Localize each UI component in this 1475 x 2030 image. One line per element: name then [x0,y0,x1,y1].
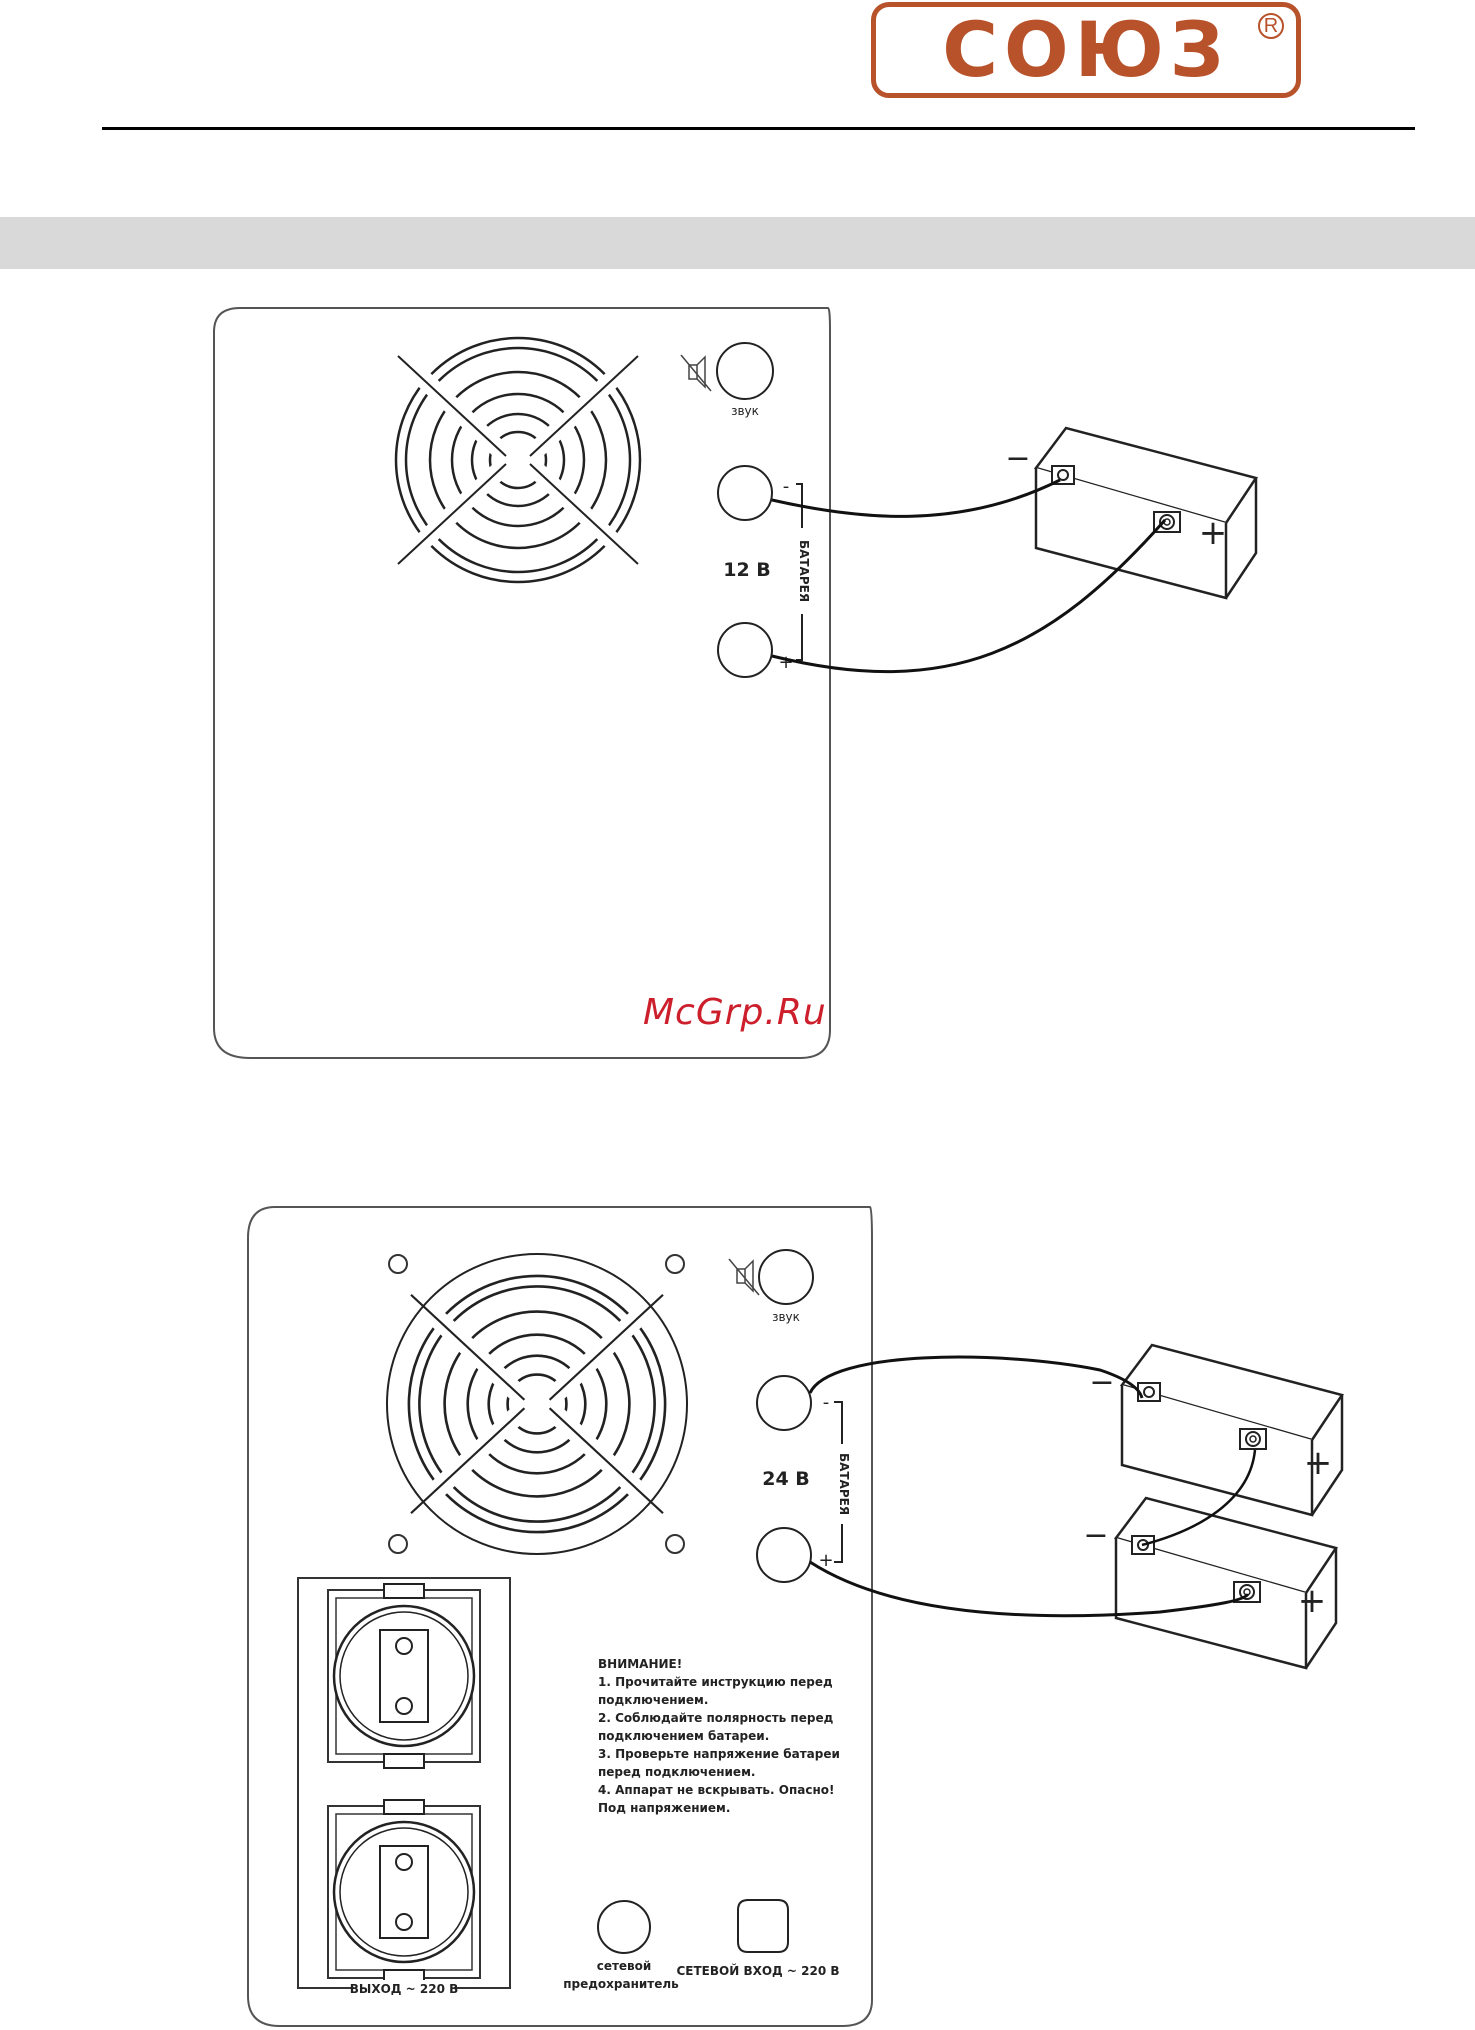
watermark: McGrp.Ru [643,992,827,1033]
mute-icon [728,1258,760,1296]
mute-icon [680,354,712,392]
wire-positive [809,1560,1250,1618]
battery-label: БАТАРЕЯ [797,540,811,602]
diagram-24v: звук - + БАТАРЕЯ 24 В ВЫХОД ~ 220 В ВНИМ… [247,1206,1344,2027]
output-socket-bottom [326,1798,482,1986]
battery-plus-terminal [756,1527,812,1583]
input-label: СЕТЕВОЙ ВХОД ~ 220 В [676,1963,839,1978]
registered-mark: R [1258,13,1284,39]
minus-sign: - [823,1392,830,1413]
battery-minus-terminal [756,1375,812,1431]
svg-text:1. Прочитайте инструкцию перед: 1. Прочитайте инструкцию перед [598,1675,833,1689]
fuse-label-1: сетевой [597,1959,652,1973]
warning-text: ВНИМАНИЕ! 1. Прочитайте инструкцию перед… [598,1657,840,1815]
output-label: ВЫХОД ~ 220 В [350,1982,459,1996]
diagram-12v: звук - + БАТАРЕЯ 12 В − + [213,307,1258,1059]
sound-label: звук [731,404,759,418]
plus-sign: + [818,1550,833,1571]
svg-text:3. Проверьте напряжение батаре: 3. Проверьте напряжение батареи [598,1747,840,1761]
fuse-label-2: предохранитель [563,1977,679,1991]
wire-bridge [1141,1449,1257,1547]
battery-plus-terminal [717,622,773,678]
svg-text:перед подключением.: перед подключением. [598,1765,755,1779]
battery-label: БАТАРЕЯ [837,1453,851,1515]
wire-negative [808,1355,1144,1399]
svg-text:4. Аппарат не вскрывать. Опасн: 4. Аппарат не вскрывать. Опасно! [598,1783,834,1797]
soyuz-logo: СОЮЗ R [871,2,1301,98]
battery-plus-sign-2: + [1298,1581,1327,1621]
section-band [0,217,1475,269]
sound-button [758,1249,814,1305]
battery-minus-sign-2: − [1083,1518,1108,1553]
sound-button [716,342,774,400]
wire-negative [771,478,1061,518]
svg-text:ВНИМАНИЕ!: ВНИМАНИЕ! [598,1657,682,1671]
battery-plus-sign: + [1199,513,1228,553]
plus-sign: + [778,652,793,673]
sound-label: звук [772,1310,800,1324]
minus-sign: - [783,476,790,497]
svg-text:подключением батареи.: подключением батареи. [598,1729,769,1743]
svg-text:Под напряжением.: Под напряжением. [598,1801,730,1815]
voltage-label: 24 В [762,1468,810,1490]
header-rule [102,127,1415,130]
battery-minus-sign: − [1005,441,1030,476]
power-input-connector [737,1899,789,1953]
output-socket-top [326,1582,482,1770]
svg-text:2. Соблюдайте полярность перед: 2. Соблюдайте полярность перед [598,1711,834,1725]
battery-minus-terminal [717,465,773,521]
battery-top-icon [1120,1343,1344,1517]
fuse-holder [597,1900,651,1954]
svg-text:подключением.: подключением. [598,1693,708,1707]
voltage-label: 12 В [723,559,771,581]
battery-plus-sign: + [1304,1443,1333,1483]
logo-text: СОЮЗ [942,5,1230,94]
wire-positive [771,519,1167,674]
